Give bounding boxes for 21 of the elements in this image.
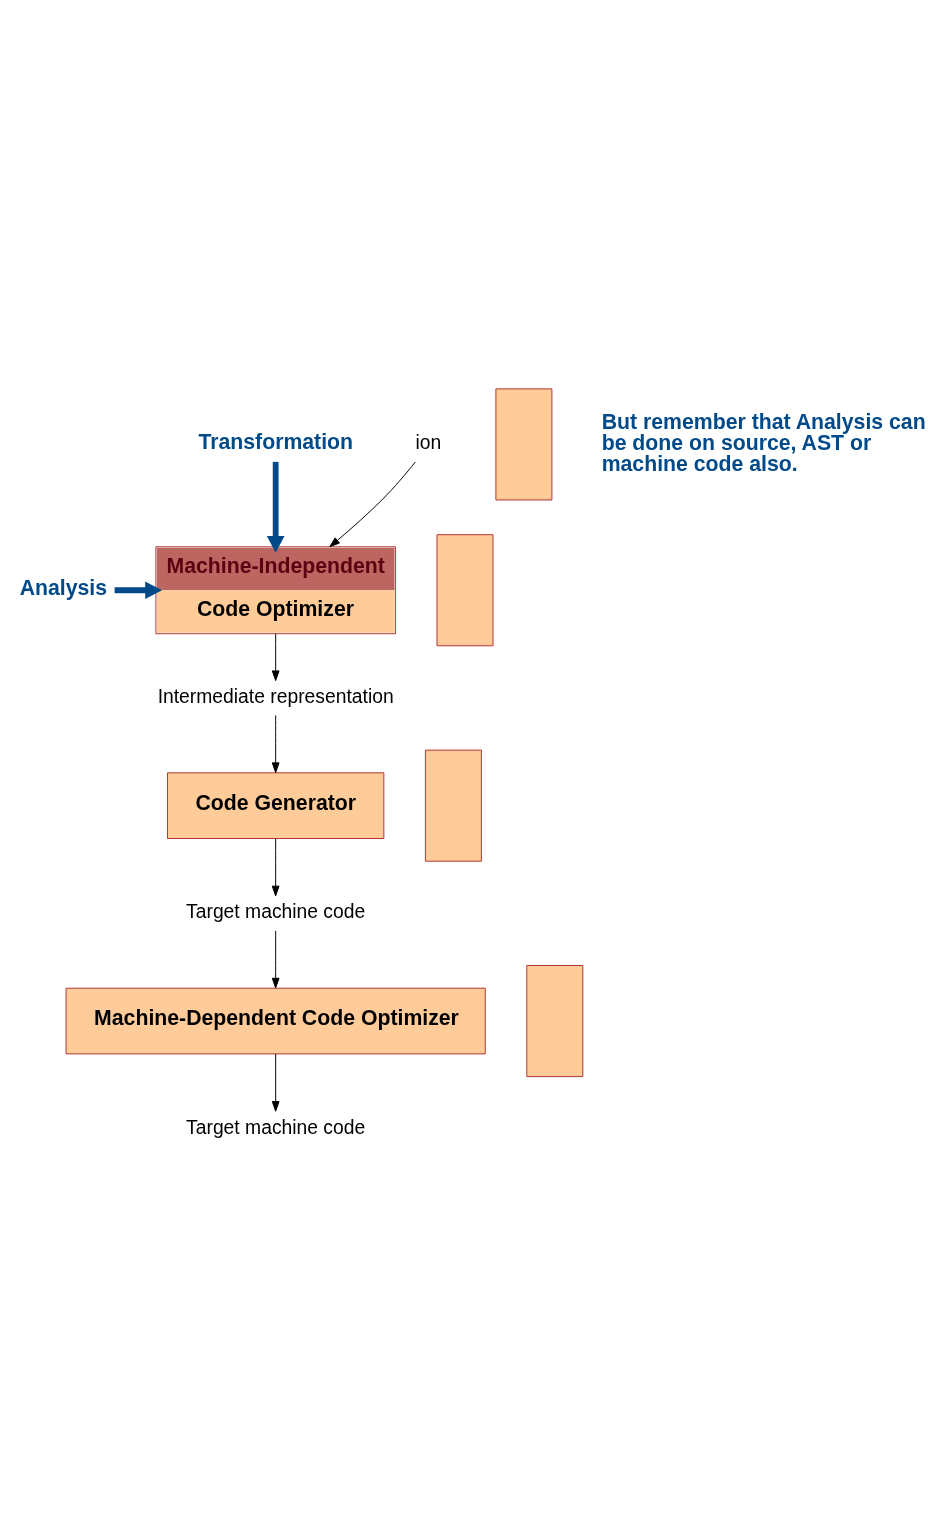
node-text: Target machine code bbox=[186, 900, 366, 922]
node-box: Machine-Dependent Code Optimizer bbox=[65, 987, 486, 1054]
arrow bbox=[271, 632, 280, 681]
node-text: Analysis bbox=[19, 575, 108, 600]
node-text: ion bbox=[415, 431, 442, 453]
arrow bbox=[266, 461, 285, 553]
node-box bbox=[526, 964, 584, 1077]
node-text: Target machine code bbox=[186, 1116, 366, 1138]
arrow bbox=[271, 1053, 280, 1112]
arrow bbox=[271, 837, 280, 896]
arrow bbox=[271, 929, 280, 988]
arrow bbox=[329, 461, 416, 547]
arrow bbox=[114, 580, 163, 599]
node-text: Transformation bbox=[198, 429, 354, 454]
node-box: Code Generator bbox=[167, 771, 385, 839]
label: But remember that Analysis can be done on source, AST or machine code also. bbox=[601, 409, 926, 476]
node-box bbox=[424, 749, 482, 862]
node-box bbox=[495, 387, 553, 500]
arrow bbox=[271, 714, 280, 773]
node-box bbox=[436, 533, 494, 646]
node-text: Intermediate representation bbox=[157, 685, 394, 707]
